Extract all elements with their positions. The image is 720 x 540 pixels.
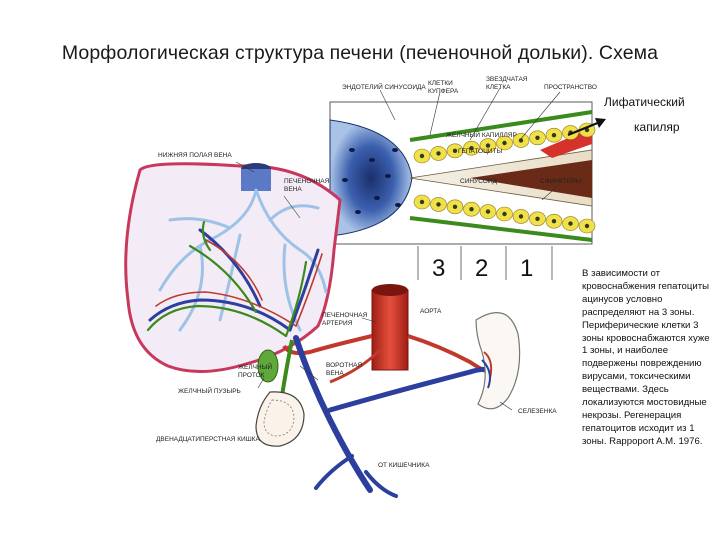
kupffer-cells-label: клетки купфера xyxy=(428,80,459,95)
spleen-label: селезенка xyxy=(518,408,557,415)
diagram-title: Морфологическая структура печени (печено… xyxy=(61,42,659,64)
hepatocyte-nucleus xyxy=(551,133,557,138)
aorta-label: аорта xyxy=(420,308,442,315)
hepatocyte-nucleus xyxy=(502,140,507,146)
hepatocyte-nucleus xyxy=(419,199,425,205)
from-intestine-label: от кишечника xyxy=(378,462,430,469)
endothelium-label: эндотелий синусоида xyxy=(342,84,426,91)
hepatocyte-nucleus xyxy=(452,204,458,209)
gallbladder xyxy=(257,349,279,383)
hepatocyte-nucleus xyxy=(436,202,441,207)
duodenum-label: двенадцатиперстная кишка xyxy=(156,436,260,443)
hepatocyte-nucleus xyxy=(485,143,491,148)
lymphatic-capillary-label-line2: капиляр xyxy=(634,120,680,134)
inferior-vena-cava-label: нижняя полая вена xyxy=(158,152,232,159)
bile-capillary-label: желчный капилляр xyxy=(446,132,517,139)
hepatic-artery-label: печеночная артерия xyxy=(322,312,368,327)
aorta xyxy=(282,284,489,384)
hepatocyte-nucleus xyxy=(535,216,540,221)
hepatocyte-nucleus xyxy=(518,214,524,219)
hepatocyte-nucleus xyxy=(469,146,474,151)
lymphatic-capillary-label-line1: Лифатический xyxy=(604,95,685,109)
common-bile-duct xyxy=(280,339,294,397)
bile-duct-label: желчный проток xyxy=(238,364,273,379)
portal-vein xyxy=(293,335,493,498)
zone-1-number: 1 xyxy=(520,255,534,282)
sphincters-label: сфинктеры xyxy=(540,178,582,185)
gallbladder-label: желчный пузырь xyxy=(178,388,241,395)
duodenum xyxy=(255,391,305,447)
hepatocyte-nucleus xyxy=(518,138,524,143)
hepatocyte-nucleus xyxy=(568,221,573,226)
zone-2-number: 2 xyxy=(475,255,489,282)
hepatocyte-nucleus xyxy=(452,148,458,153)
zone-description-text: В зависимости от кровоснабжения гепатоци… xyxy=(582,268,710,447)
hepatocyte-nucleus xyxy=(535,135,540,140)
hepatocyte-nucleus xyxy=(469,207,474,212)
sinusoid-label: синусоид xyxy=(460,178,497,185)
stellate-cell-label: звездчатая клетка xyxy=(486,76,528,91)
hepatocyte-nucleus xyxy=(419,153,425,159)
hepatocyte-row-lower xyxy=(413,194,596,234)
space-label: пространство xyxy=(544,84,597,91)
zone-3-number: 3 xyxy=(432,255,446,282)
hepatocyte-nucleus xyxy=(551,219,557,224)
liver xyxy=(124,162,342,374)
portal-vein-label: воротная вена xyxy=(326,362,363,377)
lymph-arrow xyxy=(567,118,606,137)
spleen xyxy=(475,311,521,410)
hepatic-vein-label: печеночная вена xyxy=(284,178,330,193)
hepatocyte-nucleus xyxy=(436,151,441,156)
hepatocyte-nucleus xyxy=(584,223,590,229)
hepatocyte-nucleus xyxy=(502,211,507,217)
hepatocyte-nucleus xyxy=(485,209,491,214)
lobule-inset xyxy=(329,87,596,280)
hepatocytes-label: гепатоциты xyxy=(458,148,503,155)
